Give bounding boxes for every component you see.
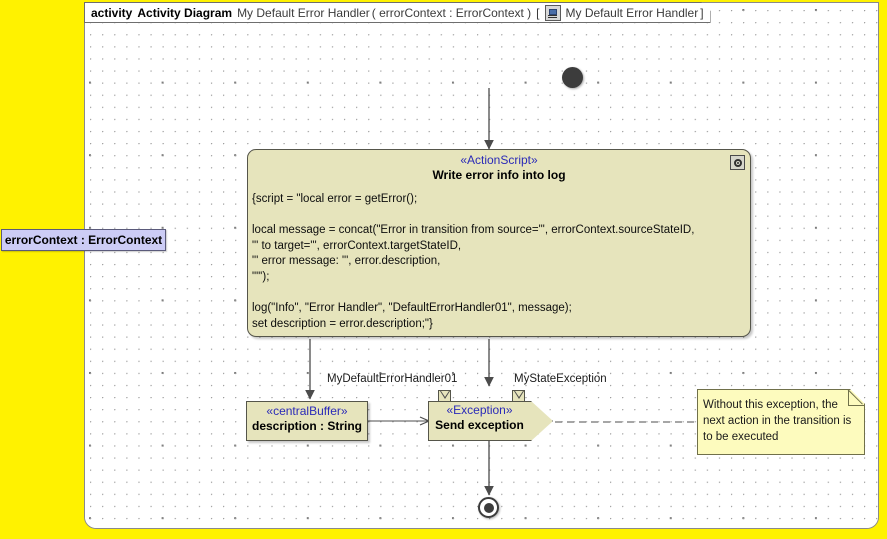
send-exception-shape (428, 401, 553, 441)
send-exception-text: «Exception» Send exception (428, 403, 531, 433)
frame-activity-name: My Default Error Handler (237, 5, 370, 20)
activity-final-node[interactable] (478, 497, 499, 518)
comment-note-text: Without this exception, the next action … (703, 399, 852, 443)
action-node-header: «ActionScript» Write error info into log (248, 150, 750, 183)
frame-bracket-close: ] (700, 5, 704, 20)
pin-label-my-default-error-handler-01: MyDefaultErrorHandler01 (327, 373, 458, 385)
script-gear-icon (730, 155, 745, 170)
activity-frame-header: activity Activity Diagram My Default Err… (84, 2, 711, 23)
activity-parameter-label: errorContext : ErrorContext (4, 233, 163, 247)
frame-parameters: ( errorContext : ErrorContext ) (371, 5, 532, 20)
send-exception-stereotype: «Exception» (446, 403, 513, 417)
send-exception-name: Send exception (435, 418, 524, 432)
initial-node[interactable] (562, 67, 583, 88)
central-buffer-name: description : String (251, 419, 362, 433)
activity-behavior-icon (545, 5, 561, 21)
action-node-script-body: {script = "local error = getError(); loc… (252, 193, 695, 330)
activity-frame: «ActionScript» Write error info into log… (84, 2, 879, 529)
central-buffer-node[interactable]: «centralBuffer» description : String (246, 401, 368, 441)
action-node-name: Write error info into log (432, 168, 566, 182)
comment-note[interactable]: Without this exception, the next action … (697, 389, 865, 455)
action-node-write-error-info[interactable]: «ActionScript» Write error info into log… (247, 149, 751, 337)
activity-parameter-node[interactable]: errorContext : ErrorContext (1, 229, 166, 251)
pin-label-my-state-exception: MyStateException (514, 373, 607, 385)
central-buffer-stereotype: «centralBuffer» (266, 404, 348, 418)
send-exception-node[interactable]: «Exception» Send exception (428, 401, 553, 441)
action-node-stereotype: «ActionScript» (460, 153, 538, 167)
frame-behavior-name: My Default Error Handler (565, 5, 699, 20)
frame-bracket-open: [ (536, 5, 540, 20)
pin-my-default-error-handler-01[interactable] (438, 390, 451, 402)
frame-keyword: activity (91, 5, 133, 20)
frame-type-label: Activity Diagram (137, 5, 233, 20)
